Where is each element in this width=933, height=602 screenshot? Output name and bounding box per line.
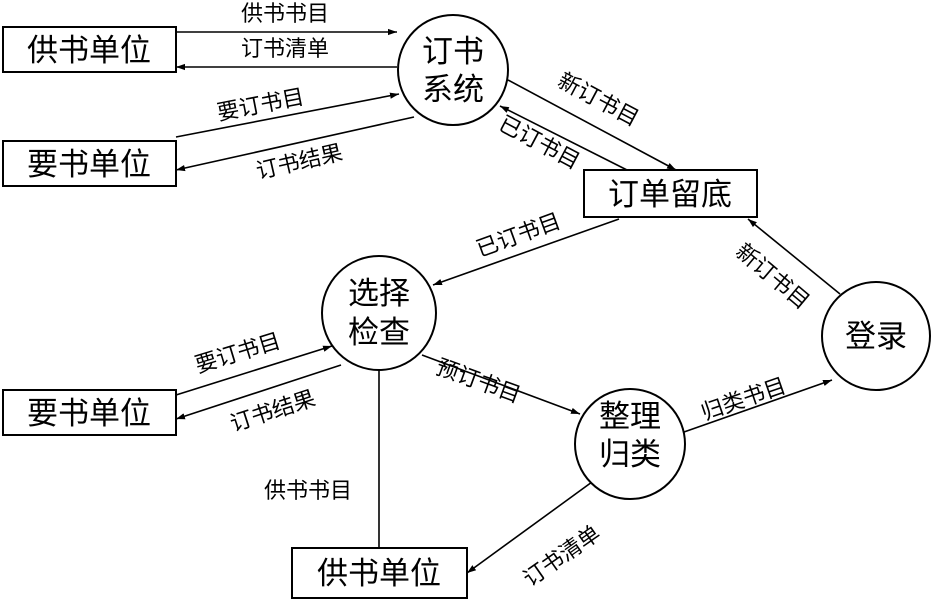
edge-ordered-list-2 bbox=[432, 218, 620, 286]
label-ordered-list-1: 已订书目 bbox=[494, 112, 583, 175]
edge-order-result-bottom bbox=[175, 364, 342, 420]
entity-supplier-top: 供书单位 bbox=[2, 26, 177, 73]
process-order-system-line2: 系统 bbox=[422, 72, 484, 108]
process-sort-classify: 整理 归类 bbox=[574, 388, 686, 500]
edge-new-order-list-2 bbox=[747, 218, 841, 295]
process-register: 登录 bbox=[821, 281, 931, 391]
edge-order-list-bottom bbox=[466, 481, 593, 574]
edge-request-list-top bbox=[175, 92, 400, 138]
process-sort-classify-line1: 整理 bbox=[599, 399, 661, 435]
edge-ordered-list-1 bbox=[499, 105, 628, 171]
edges bbox=[175, 28, 841, 574]
process-sort-classify-line2: 归类 bbox=[599, 437, 661, 473]
nodes: 供书单位 要书单位 订书 系统 订单留底 选择 检查 登录 bbox=[2, 14, 931, 599]
label-new-order-list: 新订书目 bbox=[553, 69, 642, 132]
label-supply-list-bottom: 供书书目 bbox=[264, 479, 352, 504]
process-register-label: 登录 bbox=[845, 319, 907, 355]
entity-requester-top: 要书单位 bbox=[2, 140, 177, 187]
label-order-result-bottom: 订书结果 bbox=[227, 386, 318, 437]
entity-requester-top-label: 要书单位 bbox=[27, 147, 151, 183]
process-order-system: 订书 系统 bbox=[397, 14, 509, 126]
edge-classified-list bbox=[683, 379, 833, 433]
process-select-check-line2: 检查 bbox=[348, 315, 410, 351]
entity-supplier-bottom-label: 供书单位 bbox=[317, 556, 441, 592]
label-classified-list: 归类书目 bbox=[698, 374, 789, 426]
label-preorder-list: 预订书目 bbox=[433, 355, 524, 409]
edge-request-list-bottom bbox=[175, 345, 333, 396]
entity-supplier-top-label: 供书单位 bbox=[27, 33, 151, 69]
edge-preorder-list bbox=[421, 354, 581, 415]
process-select-check: 选择 检查 bbox=[321, 255, 437, 371]
label-supply-list-top: 供书书目 bbox=[241, 2, 329, 27]
label-new-order-list-2: 新订书目 bbox=[730, 239, 813, 315]
store-order-archive-label: 订单留底 bbox=[608, 177, 732, 213]
label-order-list-bottom: 订书清单 bbox=[519, 521, 605, 592]
entity-requester-bottom: 要书单位 bbox=[2, 389, 177, 436]
label-order-result-top: 订书结果 bbox=[254, 141, 345, 185]
label-request-list-bottom: 要订书目 bbox=[192, 329, 283, 379]
label-order-list-top: 订书清单 bbox=[241, 37, 329, 62]
edge-order-result-top bbox=[175, 116, 415, 172]
entity-requester-bottom-label: 要书单位 bbox=[27, 396, 151, 432]
process-order-system-line1: 订书 bbox=[422, 34, 484, 70]
process-select-check-line1: 选择 bbox=[348, 276, 410, 312]
store-order-archive: 订单留底 bbox=[583, 169, 758, 218]
entity-supplier-bottom: 供书单位 bbox=[291, 547, 468, 599]
edge-new-order-list bbox=[507, 79, 677, 171]
